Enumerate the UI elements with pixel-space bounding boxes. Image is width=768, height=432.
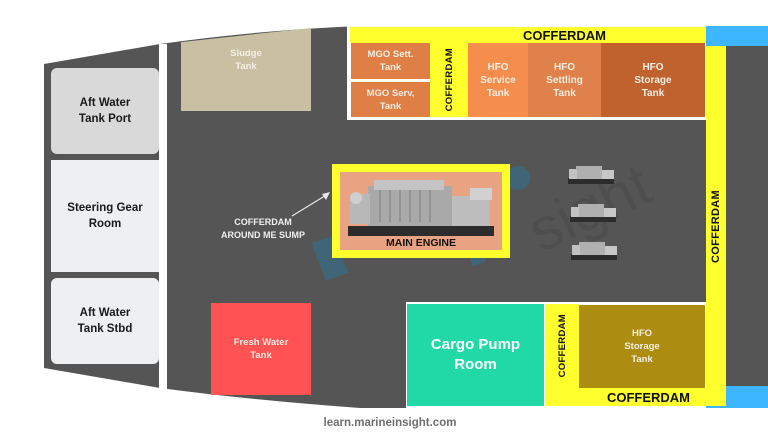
sea-strip-top [706,26,768,46]
cofferdam-bottom-vertical-label: COFFERDAM [556,314,568,378]
main-engine-inner: MAIN ENGINE [340,172,502,250]
sludge-tank: Sludge Tank [181,28,311,111]
cofferdam-me-sump-annotation: COFFERDAM AROUND ME SUMP [220,217,305,240]
cofferdam-bottom-vertical: COFFERDAM [545,304,579,388]
hfo-settling-tank: HFO Settling Tank [528,43,601,117]
cofferdam-right-label: COFFERDAM [710,189,722,263]
cargo-pump-room: Cargo Pump Room [407,304,544,406]
cofferdam-top-vertical: COFFERDAM [430,43,468,117]
annotation-arrow [291,193,329,217]
main-engine: MAIN ENGINE [332,164,510,258]
generator-2-icon [570,204,616,222]
mgo-service-tank: MGO Serv, Tank [351,82,430,117]
aft-water-tank-stbd: Aft Water Tank Stbd [51,278,159,364]
aft-water-tank-port: Aft Water Tank Port [51,68,159,154]
hfo-storage-tank-bottom: HFO Storage Tank [579,305,705,388]
hfo-service-tank: HFO Service Tank [468,43,528,117]
cofferdam-top-vertical-label: COFFERDAM [443,48,455,112]
generator-1-icon [568,166,614,184]
footer-url[interactable]: learn.marineinsight.com [323,417,457,429]
main-engine-label: MAIN ENGINE [385,237,456,249]
mgo-settling-tank: MGO Sett. Tank [351,43,430,79]
aft-bulkhead-line [159,44,167,390]
engine-icon [348,180,494,236]
hfo-storage-tank-top: HFO Storage Tank [601,43,705,117]
cofferdam-right: COFFERDAM [706,46,726,406]
fresh-water-tank: Fresh Water Tank [211,303,311,395]
arrow-head-icon [322,192,330,200]
cofferdam-bottom: COFFERDAM [545,388,706,406]
cofferdam-top: COFFERDAM [350,27,706,43]
steering-gear-room: Steering Gear Room [51,160,159,272]
generator-3-icon [571,242,617,260]
